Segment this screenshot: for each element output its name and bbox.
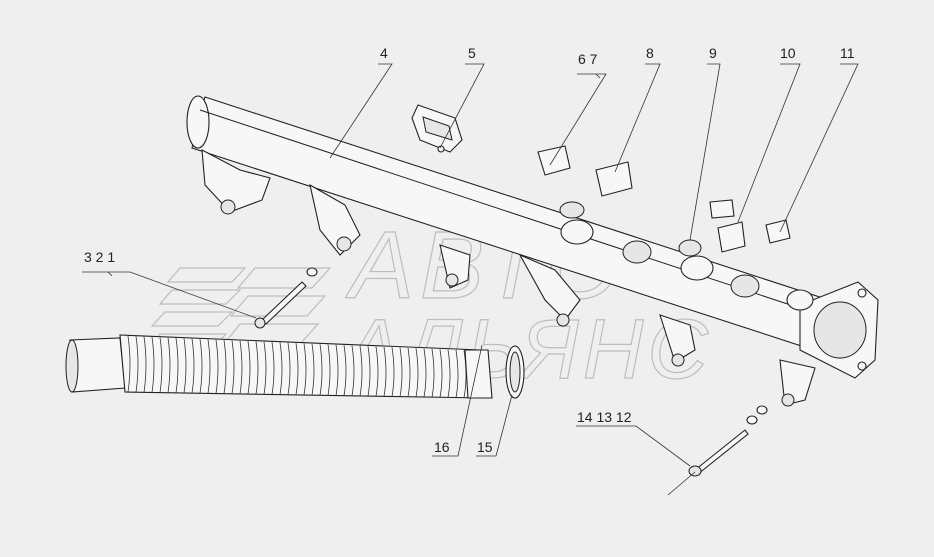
callout-3-2-1: 3 2 1 <box>84 249 115 265</box>
hose-ridge <box>359 345 363 397</box>
callout-9: 9 <box>709 45 717 61</box>
hose-ridge <box>215 339 219 394</box>
washer-9 <box>678 239 702 257</box>
hose-ridge <box>239 340 243 395</box>
hose-ridge <box>431 348 435 398</box>
hose-ridge <box>439 349 443 398</box>
callout-14-13-12: 14 13 12 <box>577 409 632 425</box>
callout-4: 4 <box>380 45 388 61</box>
bolt-set-1-3 <box>254 267 318 329</box>
hose-ridge <box>271 342 275 395</box>
hose-ridge <box>415 348 419 398</box>
hose-ridge <box>151 336 155 393</box>
hose-ridge <box>143 336 147 393</box>
hose-ridge <box>319 344 323 396</box>
callout-labels: 4 5 6 7 8 9 10 11 3 2 1 16 15 14 13 12 <box>84 45 855 455</box>
hose-ridge <box>279 342 283 395</box>
hose-ridge <box>447 349 451 398</box>
hose-ridge <box>287 342 291 395</box>
hose-ridge <box>367 346 371 397</box>
hose-ridge <box>407 347 411 397</box>
hose-ridge <box>191 338 195 394</box>
plug-11 <box>765 219 791 244</box>
hose-ridge <box>351 345 355 396</box>
hose-ridge <box>231 340 235 394</box>
callout-15: 15 <box>477 439 493 455</box>
hose-ridge <box>455 349 459 398</box>
callout-6-7: 6 7 <box>578 51 598 67</box>
hose-clamp <box>505 345 525 399</box>
bolt-set-12-14 <box>688 405 768 477</box>
leader-lines <box>82 63 859 496</box>
hose-ridge <box>159 337 163 393</box>
hose-ridge <box>383 346 387 397</box>
hose-ridge <box>375 346 379 397</box>
callout-11: 11 <box>840 45 855 61</box>
hose-ridge <box>135 336 139 393</box>
hose-ridge <box>423 348 427 398</box>
plug-6-7 <box>537 145 585 219</box>
gasket <box>411 104 463 153</box>
hose-ridge <box>303 343 307 396</box>
hose-ridge <box>207 339 211 394</box>
hose-ridge <box>223 340 227 394</box>
watermark-emblem <box>146 267 332 349</box>
hose-ridge <box>127 335 131 393</box>
hose-ridge <box>391 347 395 397</box>
callout-16: 16 <box>434 439 450 455</box>
manifold-tube <box>186 95 879 407</box>
plug-8 <box>595 161 633 197</box>
hose-ridge <box>255 341 259 395</box>
hose-ridge <box>311 343 315 396</box>
callout-5: 5 <box>468 45 476 61</box>
callout-10: 10 <box>780 45 796 61</box>
hose-ridge <box>399 347 403 397</box>
hose-ridge <box>199 339 203 394</box>
hose-ridge <box>295 343 299 396</box>
hose-ridge <box>175 337 179 393</box>
hose-ridge <box>463 350 467 398</box>
hose-ridge <box>343 345 347 396</box>
hose-ridge <box>183 338 187 394</box>
hose-ridge <box>247 341 251 395</box>
hose-ridge <box>335 344 339 396</box>
ports <box>560 219 814 311</box>
plug-10 <box>709 199 746 253</box>
hose-ridge <box>167 337 171 393</box>
hose-ridge <box>263 341 267 395</box>
corrugated-hose <box>65 334 493 399</box>
hose-ridge <box>327 344 331 396</box>
callout-8: 8 <box>646 45 654 61</box>
